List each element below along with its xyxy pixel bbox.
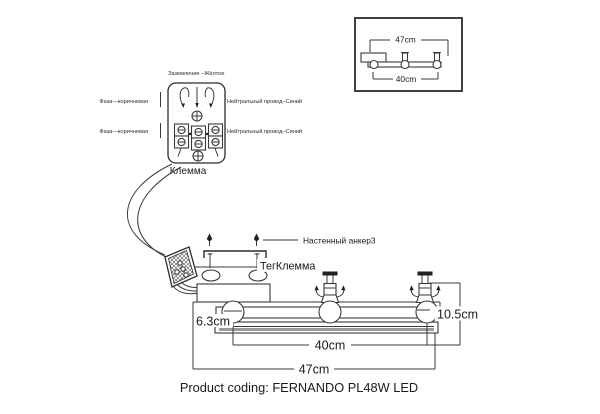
supply-cable [126,163,182,261]
terklemma-label: ТегКлемма [260,261,315,273]
phase-wire-label-bottom: Фаза—коричневая [99,129,148,135]
ground-wire-label: Заземление –Жёлтое [168,71,225,77]
phase-wire-label-top: Фаза—коричневая [99,99,148,105]
dim-6-3cm-label: 6.3cm [196,315,230,329]
inset-dim-40-label: 40cm [396,74,417,84]
wall-anchor-label: Настенный анкер3 [303,236,376,246]
inset-overview: 47cm 40cm [354,17,463,92]
terminal-block-diagram: Заземление –Жёлтое Фаза—коричневая Фаза—… [99,71,302,177]
fixture-screw-middle [313,270,347,304]
mounting-anchors: Настенный анкер3 ТегКлемма [194,233,376,282]
terminal-block-title: Клемма [170,166,207,177]
fixture-wall-plate [196,283,271,303]
product-coding-text: Product coding: FERNANDO PL48W LED [180,380,418,395]
neutral-wire-label-top: Нейтральный провод–Синий [227,98,302,105]
fixture-screw-right [408,270,442,304]
fixture-side-view: 6.3cm 10.5cm 40cm 47cm [192,270,481,377]
fixture-tube [214,321,439,334]
junction-box [164,246,202,295]
terminal-strip [173,123,224,151]
inset-dim-47-label: 47cm [395,35,416,45]
dim-10-5cm-label: 10.5cm [437,308,478,322]
anchor-screw-icon [206,233,213,246]
lamp-holder-right [415,300,439,324]
terminal-incoming-wires [179,87,215,108]
anchor-screw-icon [253,233,260,246]
dim-40cm-label: 40cm [315,339,346,353]
dim-47cm-label: 47cm [299,363,330,377]
lamp-holder-middle [318,300,342,324]
neutral-wire-label-bottom: Нейтральный провод–Синий [227,128,302,135]
